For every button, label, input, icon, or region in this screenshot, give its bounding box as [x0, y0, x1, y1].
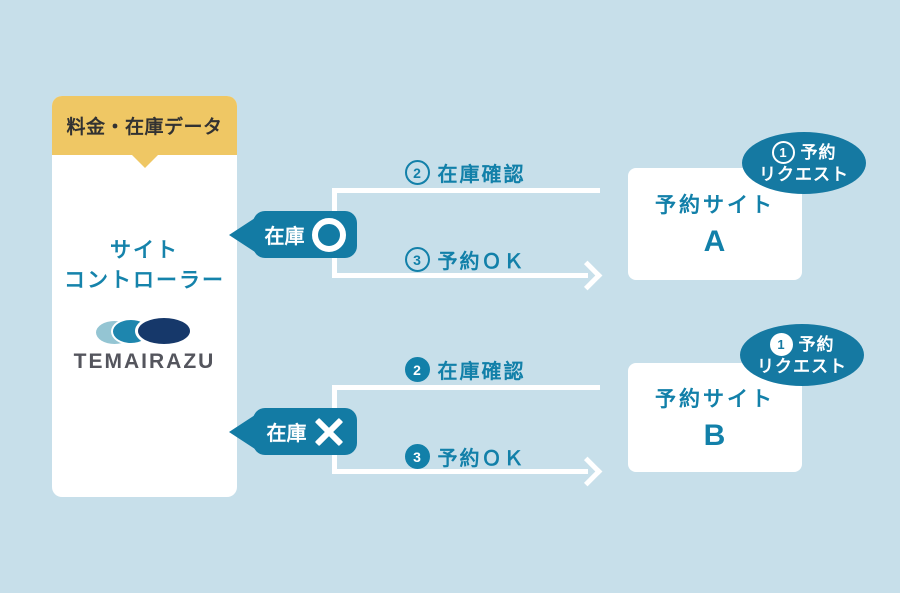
- badge-line2: リクエスト: [757, 356, 847, 377]
- badge-line1-text: 予約: [800, 143, 837, 162]
- booking-site-title: 予約サイト: [655, 387, 775, 411]
- stock-ok-icon: [311, 217, 346, 252]
- stock-label: 在庫: [264, 226, 305, 248]
- site-controller-title: サイト コントローラー: [52, 236, 237, 296]
- badge-line2-text: リクエスト: [759, 165, 849, 184]
- reservation-request-badge-a: 1 予約 リクエスト: [742, 132, 866, 194]
- stock-unavailable-bubble: 在庫: [229, 408, 357, 455]
- site-controller-title-line2: コントローラー: [64, 269, 225, 292]
- badge-line2: リクエスト: [759, 164, 849, 185]
- step1-circled-number: 1: [769, 333, 793, 356]
- badge-line1: 1 予約: [769, 333, 835, 356]
- check-label-text: 在庫確認: [437, 361, 526, 383]
- flow2-check-label: 2 在庫確認: [370, 355, 560, 384]
- stock-ng-icon: [314, 417, 344, 447]
- arrow-right-icon: [572, 456, 603, 487]
- flow2-ok-line: [332, 469, 588, 474]
- flow2-ok-label: 3 予約ＯＫ: [370, 442, 560, 471]
- flow1-ok-label: 3 予約ＯＫ: [370, 245, 560, 274]
- stock-label: 在庫: [266, 423, 307, 445]
- flow2-check-line: [332, 385, 600, 390]
- flow1-check-label: 2 在庫確認: [370, 158, 560, 187]
- stock-available-bubble: 在庫: [229, 211, 357, 258]
- badge-line1-text: 予約: [798, 335, 835, 354]
- flow1-check-line: [332, 188, 600, 193]
- rate-inventory-data-header: 料金・在庫データ: [52, 96, 237, 155]
- badge-line2-text: リクエスト: [757, 357, 847, 376]
- ok-label-text: 予約ＯＫ: [437, 448, 526, 470]
- arrow-right-icon: [572, 260, 603, 291]
- step2-circled-number: 2: [404, 160, 430, 185]
- check-label-text: 在庫確認: [437, 164, 526, 186]
- step2-circled-number: 2: [404, 357, 430, 382]
- reservation-request-badge-b: 1 予約 リクエスト: [740, 324, 864, 386]
- step1-circled-number: 1: [771, 141, 795, 164]
- header-pointer-triangle: [131, 155, 158, 168]
- rate-inventory-data-label: 料金・在庫データ: [66, 117, 223, 138]
- booking-site-title: 予約サイト: [655, 194, 775, 217]
- flow1-ok-line: [332, 273, 588, 278]
- booking-site-name: B: [703, 418, 727, 452]
- step3-circled-number: 3: [404, 444, 430, 469]
- booking-site-a-card: 予約サイト A: [628, 168, 802, 280]
- temairazu-brand-name: TEMAIRAZU: [73, 350, 216, 373]
- logo-ellipse-dark: [135, 315, 193, 347]
- site-controller-card: 料金・在庫データ サイト コントローラー TEMAIRAZU: [52, 96, 237, 497]
- ok-label-text: 予約ＯＫ: [437, 251, 526, 273]
- step3-circled-number: 3: [404, 247, 430, 272]
- bubble-tail: [229, 217, 255, 252]
- site-controller-title-line1: サイト: [110, 239, 179, 262]
- temairazu-logo-icon: [96, 315, 196, 349]
- booking-site-name: A: [703, 225, 727, 258]
- bubble-tail: [229, 414, 255, 449]
- badge-line1: 1 予約: [771, 141, 837, 164]
